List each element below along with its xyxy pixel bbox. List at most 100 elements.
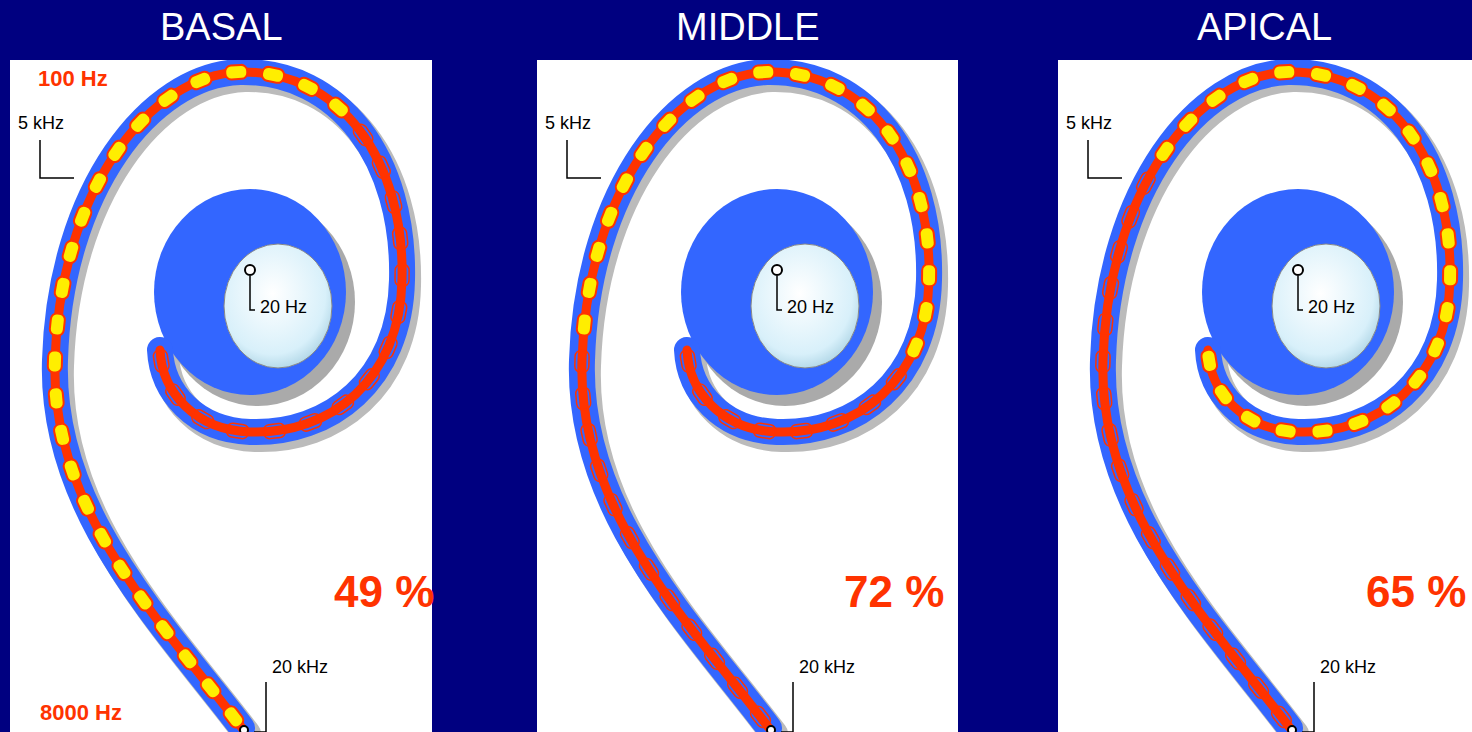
hair-cell <box>911 190 930 215</box>
hair-cell <box>575 387 591 410</box>
leader-line <box>250 276 255 310</box>
hair-cell <box>87 170 110 196</box>
hair-cell <box>263 423 286 439</box>
basilar-membrane <box>55 72 402 728</box>
hair-cell <box>1096 387 1112 410</box>
hair-cell <box>1274 422 1298 439</box>
hair-cell <box>884 366 909 392</box>
basilar-membrane <box>582 72 929 728</box>
hair-cell <box>1101 423 1119 448</box>
hair-cell <box>1203 86 1229 110</box>
hair-cell <box>1418 154 1440 180</box>
hair-cell <box>1311 423 1334 439</box>
hair-cell <box>878 122 902 148</box>
cochlea-panel: APICAL5 kHz20 Hz20 kHz65 % <box>1058 60 1472 732</box>
hair-cell <box>1378 393 1404 417</box>
frequency-label: 8000 Hz <box>40 702 122 724</box>
hair-cell <box>1211 382 1235 408</box>
hair-cell <box>153 617 177 643</box>
apex-marker <box>245 265 255 275</box>
hair-cell <box>857 393 883 417</box>
hair-cell <box>1096 350 1111 372</box>
hair-cells <box>575 65 937 730</box>
hair-cell <box>1273 65 1296 80</box>
hair-cell <box>632 138 656 164</box>
cochlea-illustration <box>537 60 958 732</box>
hair-cell <box>351 122 375 148</box>
hair-cell <box>261 66 285 84</box>
hair-cell <box>581 276 599 300</box>
percentage-label: 72 % <box>844 570 944 614</box>
hair-cell <box>1405 366 1430 392</box>
hair-cell <box>1309 66 1333 84</box>
cochlear-duct <box>582 72 929 728</box>
hair-cell <box>370 154 392 180</box>
leader-line <box>1302 682 1314 732</box>
cochlea-panel: BASAL100 Hz5 kHz20 Hz20 kHz8000 Hz49 % <box>10 60 432 732</box>
hair-cell <box>1179 587 1203 613</box>
hair-cell <box>377 335 399 361</box>
hair-cell <box>155 86 181 110</box>
hair-cell <box>226 422 250 439</box>
hair-cell <box>190 408 216 431</box>
apex-marker <box>772 265 782 275</box>
hair-cell <box>163 382 187 408</box>
hair-cells <box>1096 65 1458 730</box>
hair-cell <box>788 66 812 84</box>
hair-cell <box>1158 556 1182 582</box>
hair-cell <box>752 65 775 80</box>
hair-cell <box>175 646 200 672</box>
base-marker <box>1288 726 1296 732</box>
hair-cell <box>295 76 321 98</box>
hair-cell <box>390 300 408 324</box>
frequency-label: 20 kHz <box>1320 658 1376 676</box>
percentage-label: 49 % <box>334 570 434 614</box>
hair-cell <box>357 366 382 392</box>
hair-cell <box>637 556 661 582</box>
hair-cell <box>717 408 743 431</box>
hair-cell <box>1176 110 1201 136</box>
hair-cell <box>1343 76 1369 98</box>
hair-cell <box>152 349 170 373</box>
leader-line <box>40 140 74 178</box>
helicotrema <box>1272 244 1380 368</box>
hair-cell <box>1109 239 1128 264</box>
hair-cell <box>702 646 727 672</box>
hair-cell <box>1238 408 1264 431</box>
leader-line <box>777 276 782 310</box>
leader-line <box>1298 276 1303 310</box>
percentage-label: 65 % <box>1366 570 1466 614</box>
hair-cell <box>1223 646 1248 672</box>
hair-cell <box>588 239 607 264</box>
hair-cell <box>62 458 82 483</box>
hair-cell <box>1201 617 1225 643</box>
cochlea-panel: MIDDLE5 kHz20 Hz20 kHz72 % <box>537 60 958 732</box>
hair-cell <box>680 617 704 643</box>
frequency-label: 20 kHz <box>272 658 328 676</box>
hair-cell <box>1120 204 1141 230</box>
hair-cell <box>48 387 64 410</box>
hair-cell <box>614 170 637 196</box>
cochlea-illustration <box>10 60 432 732</box>
hair-cell <box>91 525 114 551</box>
hair-cell <box>715 70 741 91</box>
hair-cell <box>1432 190 1451 215</box>
hair-cell <box>326 95 352 120</box>
hair-cell <box>599 204 620 230</box>
cochlear-duct <box>55 72 402 728</box>
hair-cell <box>131 587 155 613</box>
hair-cell <box>53 423 71 448</box>
hair-cell <box>589 458 609 483</box>
frequency-label: 5 kHz <box>545 114 591 132</box>
leader-line <box>567 140 601 178</box>
hair-cells <box>48 65 410 730</box>
hair-cell <box>188 70 214 91</box>
hair-cell <box>1200 349 1218 373</box>
hair-cell <box>682 86 708 110</box>
hair-cell <box>75 492 97 518</box>
hair-cell <box>1440 227 1456 250</box>
hair-cell <box>128 110 153 136</box>
hair-cell <box>904 335 926 361</box>
hair-cell <box>897 154 919 180</box>
hair-cell <box>54 276 72 300</box>
